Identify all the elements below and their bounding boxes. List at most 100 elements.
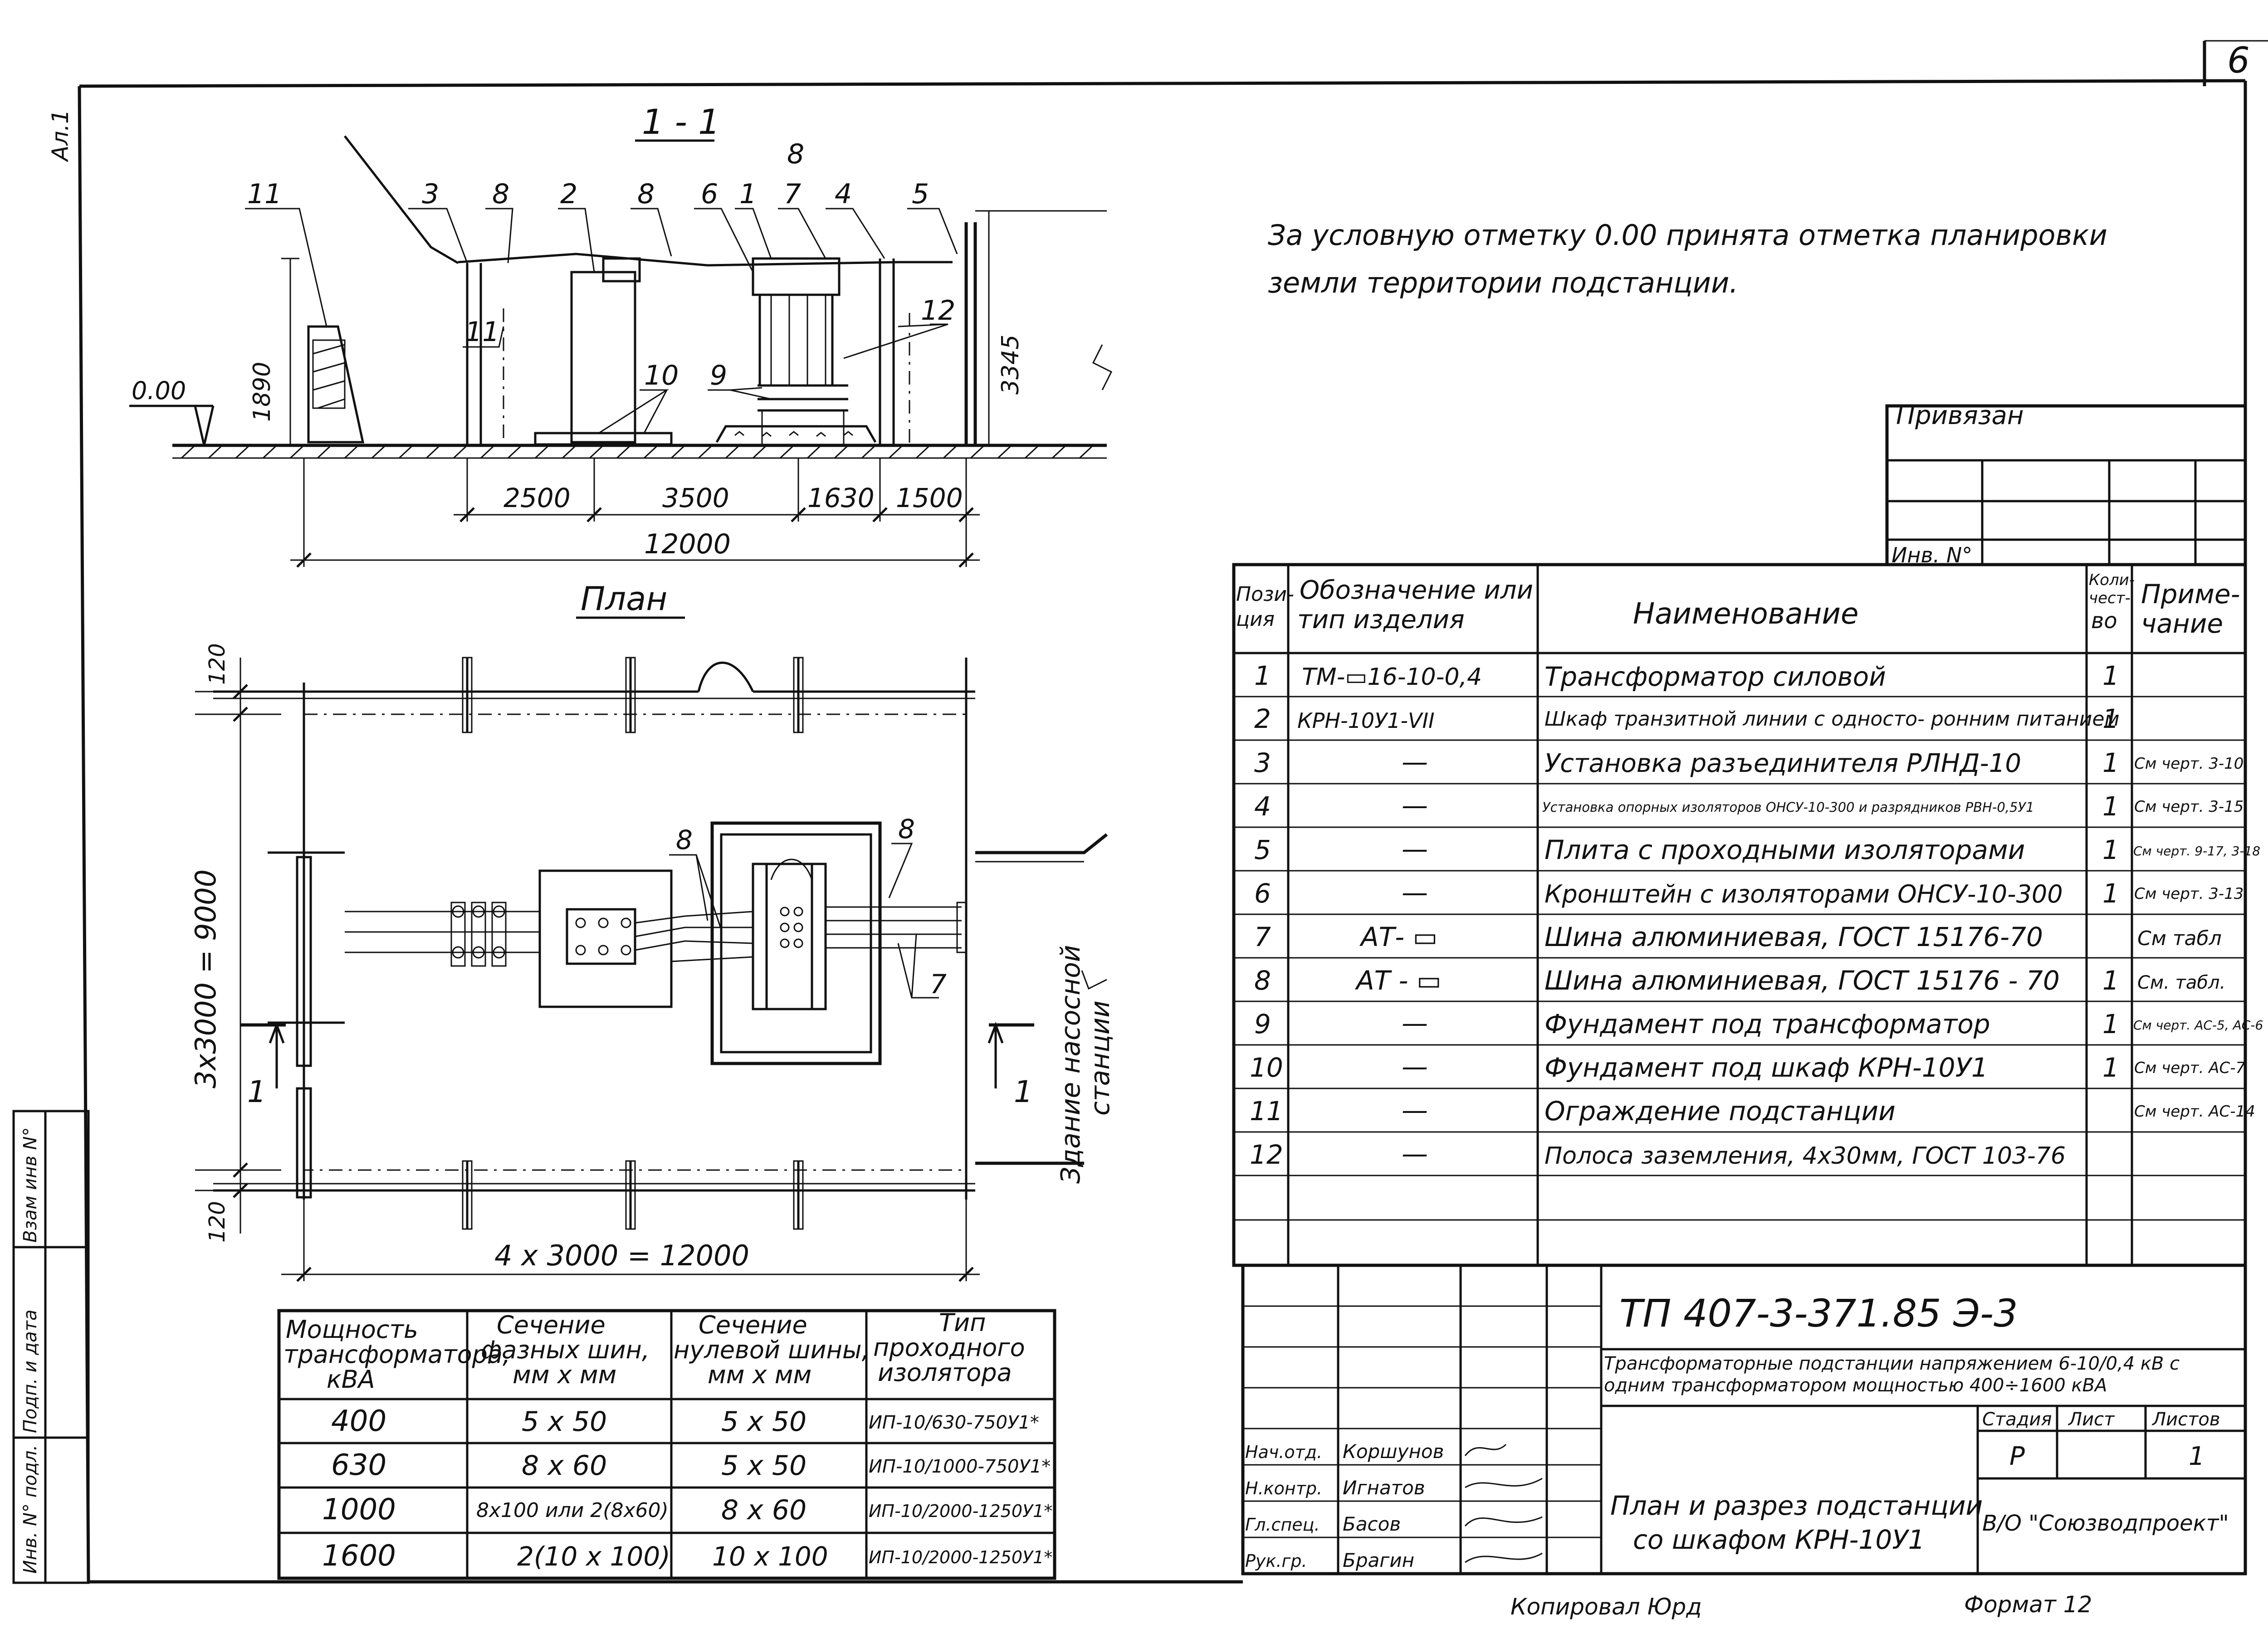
spec-r11-name: Ограждение подстанции [1545,1096,1896,1127]
sheets-value: 1 [2189,1442,2205,1471]
spec-h-name: Наименование [1633,597,1858,631]
callout-9: 9 [710,360,727,391]
callout-4: 4 [835,178,852,210]
callout-2: 2 [560,178,577,210]
stage-label: Стадия [1982,1409,2052,1430]
sig-role-4: Рук.гр. [1245,1551,1307,1571]
stage-value: Р [2009,1442,2025,1471]
spec-row-3: 3 — Установка разъединителя РЛНД-10 1 См… [1254,746,2244,778]
spec-r9-qty: 1 [2102,1009,2119,1039]
spec-h-note-2: чание [2141,608,2223,639]
spec-r6-name: Кронштейн с изоляторами ОНСУ-10-300 [1545,880,2063,908]
callout-1: 1 [739,178,757,210]
bus-table: Мощность трансформатора, кВА Сечение фаз… [277,1308,1056,1580]
bus-h4-l3: изолятора [878,1358,1012,1387]
callout-11: 11 [247,178,282,210]
bus-h2-l3: мм х мм [513,1361,616,1389]
spec-r11-pos: 11 [1250,1096,1283,1127]
spec-r1-des: ТМ-▭16-10-0,4 [1302,663,1482,691]
dim-1630: 1630 [807,483,875,513]
bus-r3-c1: 1000 [322,1493,396,1527]
plan-callout-8b: 8 [898,814,915,844]
format-label: Ал.1 [47,109,73,162]
callout-3: 3 [422,178,439,210]
spec-r3-pos: 3 [1254,747,1271,778]
bus-h3-l1: Сечение [699,1311,807,1339]
plan-horizontal-dim: 4 x 3000 = 12000 [494,1239,749,1272]
sig-name-3: Басов [1343,1513,1401,1535]
spec-table: Пози- ция Обозначение или тип изделия На… [1232,563,2263,1267]
spec-r9-name: Фундамент под трансформатор [1545,1009,1990,1039]
spec-r1-name: Трансформатор силовой [1545,661,1886,692]
dim-1500: 1500 [896,483,963,513]
sig-name-4: Брагин [1343,1549,1414,1571]
callout-8b: 8 [637,178,655,210]
spec-r6-qty: 1 [2102,878,2119,909]
bus-r3-c2: 8х100 или 2(8х60) [476,1499,669,1522]
sig-name-1: Коршунов [1343,1440,1444,1463]
bus-h1-l2: трансформатора, [284,1340,510,1369]
handwritten-signatures [1464,1444,1543,1563]
bus-r4-c2: 2(10 х 100) [517,1541,670,1572]
spec-row-7: 7 АТ- ▭ Шина алюминиевая, ГОСТ 15176-70 … [1254,922,2222,952]
plan-callout-7: 7 [930,969,947,1000]
spec-r8-des: АТ - ▭ [1354,965,1442,996]
plan-callout-8a: 8 [676,824,693,855]
spec-r2-name: Шкаф транзитной линии с односто- ронним … [1545,707,2120,731]
spec-row-6: 6 — Кронштейн с изоляторами ОНСУ-10-300 … [1254,877,2244,909]
bus-r2-c1: 630 [331,1449,386,1482]
sheet-title-line2: со шкафом КРН-10У1 [1633,1524,1925,1555]
sig-name-2: Игнатов [1343,1477,1425,1499]
spec-r8-qty: 1 [2102,965,2119,996]
spec-r10-qty: 1 [2102,1052,2119,1083]
spec-h-pos-2: ция [1236,608,1275,631]
section-mark-right: 1 [1014,1074,1033,1109]
doc-code: ТП 407-3-371.85 Э-3 [1619,1291,2018,1336]
organization: В/О "Союзводпроект" [1982,1511,2229,1536]
spec-r10-note: См черт. АС-7 [2134,1059,2245,1077]
ground-hatching [181,444,1094,459]
spec-row-8: 8 АТ - ▭ Шина алюминиевая, ГОСТ 15176 - … [1254,965,2225,996]
height-wall: 3345 [997,335,1024,395]
dim-2500: 2500 [503,483,571,513]
bus-r4-c1: 1600 [322,1539,396,1573]
spec-r8-name: Шина алюминиевая, ГОСТ 15176 - 70 [1545,965,2060,996]
bus-r1-c4: ИП-10/630-750У1* [869,1412,1039,1433]
bus-r1-c2: 5 х 50 [522,1406,607,1438]
spec-h-des-1: Обозначение или [1300,576,1533,605]
callout-8a: 8 [492,178,509,210]
height-fence: 1890 [249,362,276,422]
spec-h-qty-2: чест- [2089,589,2131,607]
note: За условную отметку 0.00 принята отметка… [1268,219,2107,299]
spec-r11-note: См черт. АС-14 [2134,1102,2255,1121]
bus-h2-l2: фазных шин, [481,1336,650,1364]
bus-r2-c2: 8 х 60 [522,1450,607,1482]
stamp-podp-data: Подп. и дата [20,1310,41,1433]
section-title: 1 - 1 [642,102,720,142]
level-label: 0.00 [132,376,186,405]
stamp-vzam-inv: Взам инв N° [20,1127,41,1243]
spec-row-4: 4 — Установка опорных изоляторов ОНСУ-10… [1254,790,2244,822]
spec-r4-note: См черт. 3-15 [2134,798,2244,816]
bus-r2-c3: 5 х 50 [721,1450,807,1482]
side-stamp: Инв. N° подл. Подп. и дата Взам инв N° [12,1110,90,1584]
bus-r4-c4: ИП-10/2000-1250У1* [869,1547,1052,1567]
callout-10: 10 [644,360,679,391]
spec-r6-pos: 6 [1254,878,1271,909]
spec-r9-des: — [1402,1008,1428,1039]
spec-r3-note: См черт. 3-10 [2134,755,2244,773]
note-line-1: За условную отметку 0.00 принята отметка… [1268,219,2107,252]
spec-r10-des: — [1402,1051,1428,1082]
callout-12: 12 [921,295,955,327]
spec-row-12: 12 — Полоса заземления, 4х30мм, ГОСТ 103… [1250,1138,2066,1170]
spec-r2-des: КРН-10У1-VII [1297,708,1435,733]
spec-row-10: 10 — Фундамент под шкаф КРН-10У1 1 См че… [1250,1051,2245,1083]
spec-r7-pos: 7 [1254,922,1271,952]
spec-r3-des: — [1402,746,1428,777]
signatures: Нач.отд. Коршунов Н.контр. Игнатов Гл.сп… [1245,1440,1543,1571]
spec-h-qty-3: во [2091,608,2117,634]
spec-row-2: 2 КРН-10У1-VII Шкаф транзитной линии с о… [1254,703,2120,734]
spec-r2-qty: 1 [2102,703,2119,734]
bus-r1-c1: 400 [331,1405,386,1438]
title-block: ТП 407-3-371.85 Э-3 Трансформаторные под… [1241,1263,2247,1575]
